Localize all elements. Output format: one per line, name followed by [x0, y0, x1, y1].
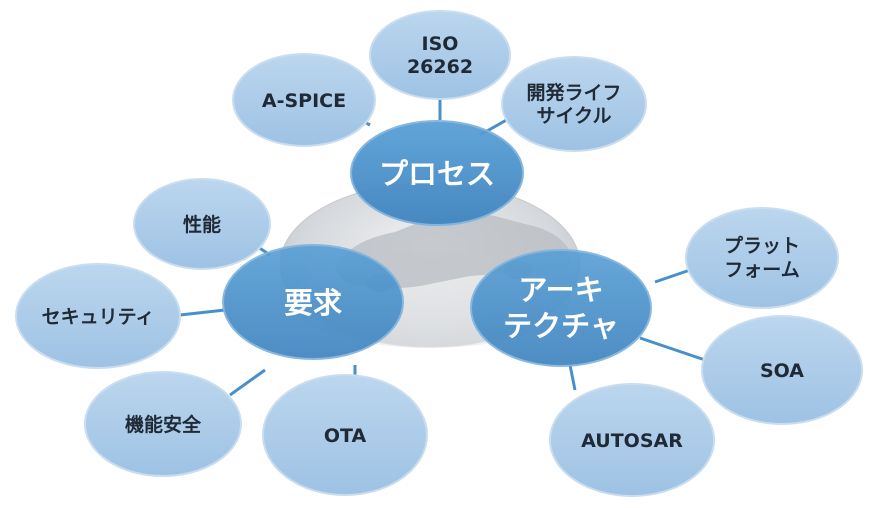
node-functional-safety-label: 機能安全 [125, 413, 202, 436]
node-security: セキュリティ [15, 263, 181, 369]
link-arch-platform [654, 268, 691, 284]
node-iso-line2: 26262 [407, 56, 473, 78]
node-performance: 性能 [133, 178, 271, 270]
node-autosar: AUTOSAR [549, 383, 715, 497]
hub-process-label: プロセス [379, 157, 495, 191]
node-soa: SOA [701, 315, 863, 425]
node-platform: プラット フォーム [685, 207, 839, 309]
link-arch-soa [639, 336, 706, 362]
node-functional-safety: 機能安全 [84, 371, 242, 477]
node-autosar-label: AUTOSAR [581, 430, 683, 452]
hub-requirements-label: 要求 [284, 286, 342, 320]
node-lifecycle-line1: 開発ライフ [526, 81, 621, 104]
link-req-security [179, 308, 226, 317]
node-aspice-label: A-SPICE [262, 90, 346, 112]
node-platform-line2: フォーム [724, 259, 799, 281]
link-arch-autosar [568, 364, 577, 391]
node-iso-line1: ISO [422, 33, 459, 55]
hub-process: プロセス [350, 120, 524, 226]
node-security-label: セキュリティ [42, 306, 155, 328]
node-performance-label: 性能 [183, 213, 221, 236]
hub-requirements: 要求 [222, 244, 404, 360]
node-lifecycle-line2: サイクル [536, 105, 611, 127]
hub-architecture: アーキ テクチャ [470, 249, 652, 367]
node-aspice: A-SPICE [232, 53, 376, 147]
node-ota-label: OTA [324, 425, 367, 447]
node-soa-label: SOA [760, 360, 804, 382]
node-lifecycle: 開発ライフ サイクル [501, 56, 647, 152]
hub-architecture-line1: アーキ [518, 273, 603, 307]
link-req-functional-safety [229, 368, 266, 397]
node-ota: OTA [262, 374, 428, 496]
node-platform-line1: プラット [724, 234, 800, 257]
node-iso26262: ISO 26262 [369, 10, 511, 100]
hub-architecture-line2: テクチャ [503, 309, 619, 343]
